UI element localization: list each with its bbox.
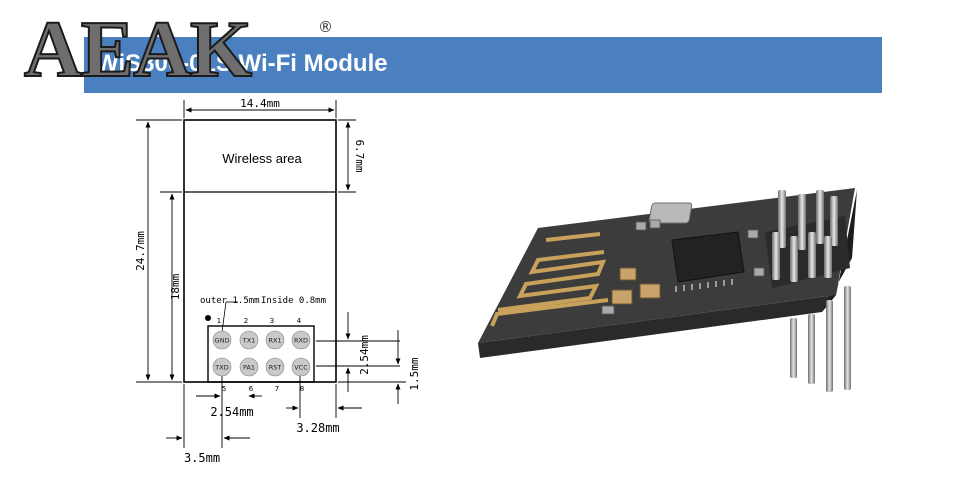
pin-label-vcc: VCC	[294, 364, 308, 372]
title-banner	[84, 37, 882, 93]
pin-header-box	[207, 325, 315, 383]
crystal-oscillator	[648, 202, 693, 224]
pin-number: 1	[217, 317, 221, 325]
right-offset-label: 3.28mm	[296, 421, 339, 435]
wifi-chip	[671, 231, 745, 283]
pad-outer-note: outer 1.5mm	[200, 296, 260, 306]
brand-logo: AEAK	[23, 5, 253, 95]
pin-number: 8	[300, 385, 304, 393]
left-offset-label: 3.5mm	[184, 451, 220, 465]
antenna-trace	[490, 232, 609, 327]
pin-label-txd: TXD	[214, 364, 228, 372]
capacitor	[639, 283, 661, 299]
pin-number: 2	[244, 317, 248, 325]
capacitor	[611, 289, 633, 305]
height-dim-label: 24.7mm	[134, 231, 147, 271]
pin-number: 3	[270, 317, 274, 325]
pin1-marker	[205, 315, 211, 321]
pin-number: 5	[222, 385, 226, 393]
pin-label-tx1: TX1	[242, 337, 256, 345]
page-title: WiS800-01S Wi-Fi Module	[96, 50, 388, 77]
pin-pads	[212, 330, 311, 377]
antenna-height-dim-label: 6.7mm	[353, 139, 366, 172]
pin-number: 7	[275, 385, 279, 393]
width-dim-label: 14.4mm	[240, 97, 280, 110]
pin-pitch-y-label: 2.54mm	[358, 335, 371, 375]
bottom-offset-label: 1.5mm	[408, 357, 421, 390]
pin-number: 4	[297, 317, 302, 325]
pad-inside-note: Inside 0.8mm	[261, 296, 326, 306]
registered-mark: ®	[318, 18, 333, 36]
pin-label-rst: RST	[269, 364, 282, 372]
pin-label-rx1: RX1	[268, 337, 281, 345]
pin-number: 6	[249, 385, 254, 393]
pin-pitch-x-label: 2.54mm	[210, 405, 253, 419]
body-height-dim-label: 18mm	[169, 273, 182, 300]
pin-label-gnd: GND	[215, 337, 230, 345]
pin-label-rxd: RXD	[294, 337, 308, 345]
module-photo	[478, 188, 857, 392]
pin-label-pa1: PA1	[243, 364, 255, 372]
capacitor	[619, 267, 637, 281]
module-outline-drawing	[136, 100, 406, 448]
wireless-area-label: Wireless area	[222, 151, 302, 166]
